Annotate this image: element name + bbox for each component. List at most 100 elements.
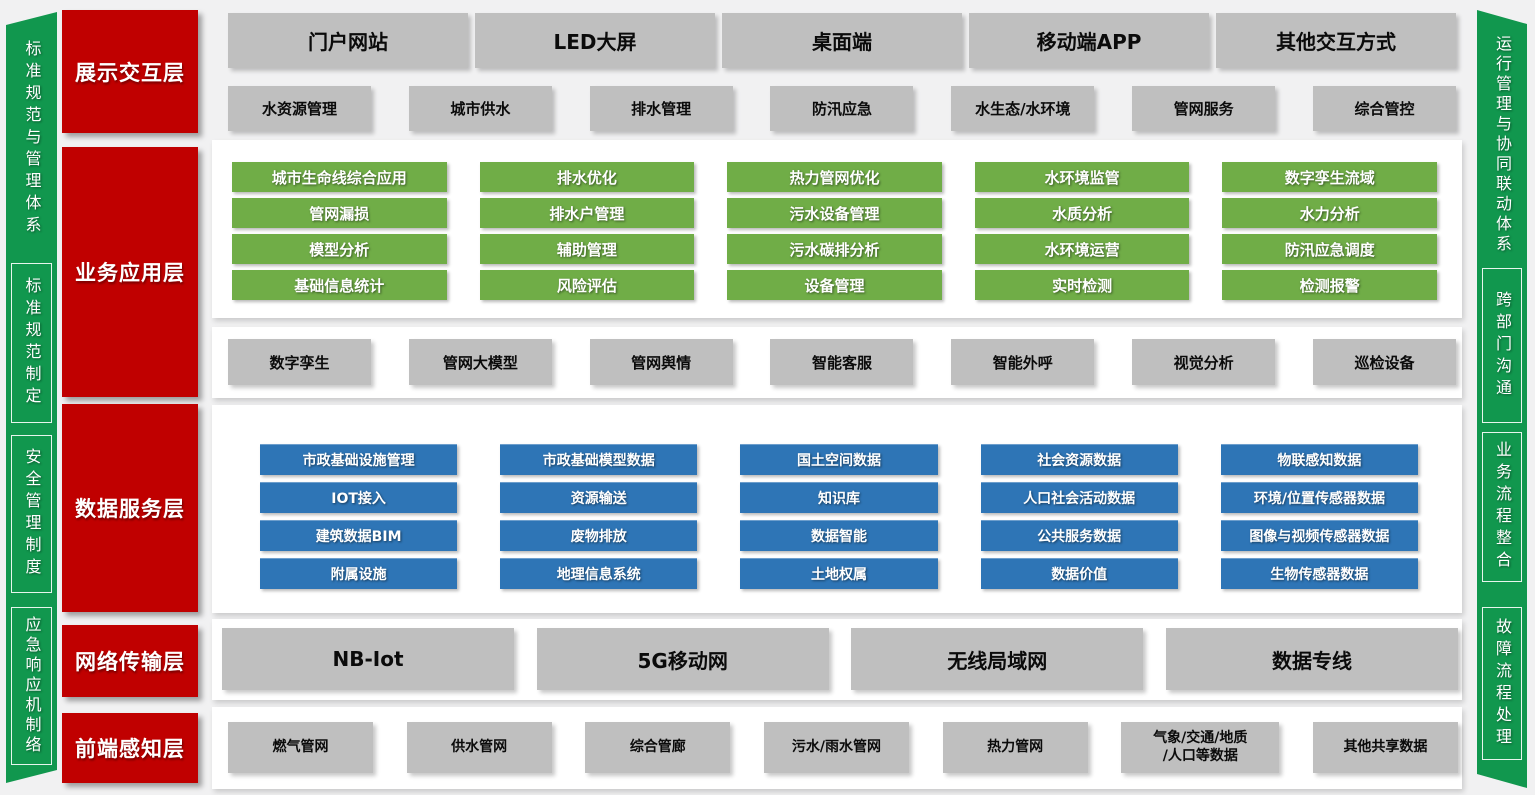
domain-box: 排水管理 xyxy=(589,86,733,131)
data-cell: 环境/位置传感器数据 xyxy=(1220,482,1418,513)
app-cell: 检测报警 xyxy=(1222,270,1437,300)
app-cell: 水质分析 xyxy=(974,198,1190,228)
capability-box: 视觉分析 xyxy=(1132,339,1276,385)
data-cell: 市政基础设施管理 xyxy=(260,444,458,475)
data-cell: 建筑数据BIM xyxy=(260,520,458,551)
data-cell: 知识库 xyxy=(740,482,938,513)
data-cell: 地理信息系统 xyxy=(500,558,698,589)
app-cell: 管网漏损 xyxy=(232,198,447,228)
capability-box: 智能外呼 xyxy=(951,339,1095,385)
domain-box: 水资源管理 xyxy=(228,86,371,131)
app-cell: 基础信息统计 xyxy=(232,270,447,300)
source-box: 综合管廊 xyxy=(585,722,731,773)
left-band-item-standards: 标准规范制定 xyxy=(11,263,52,423)
app-cell: 污水碳排分析 xyxy=(727,234,942,264)
source-box: 燃气管网 xyxy=(228,722,373,773)
data-cell: 人口社会活动数据 xyxy=(980,482,1178,513)
data-cell: 生物传感器数据 xyxy=(1220,558,1418,589)
data-cell: 图像与视频传感器数据 xyxy=(1220,520,1418,551)
right-band-title-text: 运行管理与协同联动体系 xyxy=(1493,35,1512,255)
capability-box: 数字孪生 xyxy=(228,339,371,385)
app-cell: 防汛应急调度 xyxy=(1222,234,1437,264)
layer-label-display: 展示交互层 xyxy=(62,10,198,133)
right-band-item-communication: 跨部门沟通 xyxy=(1482,268,1522,423)
source-box: 其他共享数据 xyxy=(1312,722,1458,773)
data-cell: 市政基础模型数据 xyxy=(500,444,698,475)
data-cell: 土地权属 xyxy=(740,558,938,589)
data-cell: 数据价值 xyxy=(980,558,1178,589)
domain-box: 防汛应急 xyxy=(770,86,914,131)
app-cell: 模型分析 xyxy=(232,234,447,264)
operations-collaboration-band: 运行管理与协同联动体系 跨部门沟通 业务流程整合 故障流程处理 xyxy=(1477,10,1527,788)
app-cell: 数字孪生流域 xyxy=(1222,162,1437,192)
data-cell: 社会资源数据 xyxy=(980,444,1178,475)
domain-box: 综合管控 xyxy=(1312,86,1456,131)
app-cell: 排水优化 xyxy=(479,162,695,192)
right-band-item-label: 业务流程整合 xyxy=(1493,441,1512,573)
layer-label-network: 网络传输层 xyxy=(62,625,198,697)
app-cell: 风险评估 xyxy=(479,270,695,300)
business-apps-grid: 城市生命线综合应用 管网漏损 模型分析 基础信息统计 排水优化 排水户管理 辅助… xyxy=(232,162,1437,300)
app-cell: 水力分析 xyxy=(1222,198,1437,228)
network-box: 无线局域网 xyxy=(851,628,1144,690)
domain-row: 水资源管理 城市供水 排水管理 防汛应急 水生态/水环境 管网服务 综合管控 xyxy=(228,86,1456,131)
left-band-title-text: 标准规范与管理体系 xyxy=(22,40,42,238)
capability-box: 巡检设备 xyxy=(1312,339,1456,385)
app-cell: 设备管理 xyxy=(727,270,942,300)
data-cell: 物联感知数据 xyxy=(1220,444,1418,475)
source-box: 热力管网 xyxy=(942,722,1088,773)
data-cell: 附属设施 xyxy=(260,558,458,589)
app-cell: 辅助管理 xyxy=(479,234,695,264)
capability-row: 数字孪生 管网大模型 管网舆情 智能客服 智能外呼 视觉分析 巡检设备 xyxy=(228,339,1456,385)
channel-box: 桌面端 xyxy=(722,13,962,68)
layer-label-business: 业务应用层 xyxy=(62,147,198,397)
capability-box: 管网舆情 xyxy=(589,339,733,385)
left-band-item-label: 标准规范制定 xyxy=(22,277,42,409)
domain-box: 城市供水 xyxy=(408,86,552,131)
app-cell: 水环境运营 xyxy=(974,234,1190,264)
right-band-item-label: 跨部门沟通 xyxy=(1493,290,1512,401)
data-cell: 废物排放 xyxy=(500,520,698,551)
capability-box: 智能客服 xyxy=(770,339,914,385)
left-band-title: 标准规范与管理体系 xyxy=(6,40,57,238)
app-cell: 实时检测 xyxy=(974,270,1190,300)
right-band-item-process: 业务流程整合 xyxy=(1482,432,1522,582)
right-band-item-label: 故障流程处理 xyxy=(1493,617,1512,750)
domain-box: 水生态/水环境 xyxy=(951,86,1095,131)
source-box: 污水/雨水管网 xyxy=(763,722,909,773)
left-band-item-label: 安全管理制度 xyxy=(22,448,42,580)
network-box: 5G移动网 xyxy=(536,628,829,690)
app-cell: 污水设备管理 xyxy=(727,198,942,228)
channel-box: 门户网站 xyxy=(228,13,468,68)
standards-governance-band: 标准规范与管理体系 标准规范制定 安全管理制度 应急响应机制络 xyxy=(6,12,57,783)
capability-box: 管网大模型 xyxy=(408,339,552,385)
right-band-item-fault: 故障流程处理 xyxy=(1482,607,1522,760)
left-band-item-safety: 安全管理制度 xyxy=(11,435,52,593)
perception-row: 燃气管网 供水管网 综合管廊 污水/雨水管网 热力管网 气象/交通/地质 /人口… xyxy=(228,722,1458,773)
source-box: 供水管网 xyxy=(406,722,552,773)
channel-row: 门户网站 LED大屏 桌面端 移动端APP 其他交互方式 xyxy=(228,13,1456,68)
channel-box: LED大屏 xyxy=(475,13,715,68)
data-cell: 公共服务数据 xyxy=(980,520,1178,551)
domain-box: 管网服务 xyxy=(1132,86,1276,131)
app-cell: 水环境监管 xyxy=(974,162,1190,192)
layer-label-perception: 前端感知层 xyxy=(62,713,198,783)
source-box: 气象/交通/地质 /人口等数据 xyxy=(1121,722,1280,773)
layer-label-data: 数据服务层 xyxy=(62,404,198,612)
data-cell: 资源输送 xyxy=(500,482,698,513)
data-cell: 国土空间数据 xyxy=(740,444,938,475)
network-box: NB-Iot xyxy=(222,628,514,690)
data-services-grid: 市政基础设施管理 IOT接入 建筑数据BIM 附属设施 市政基础模型数据 资源输… xyxy=(260,444,1418,589)
app-cell: 排水户管理 xyxy=(479,198,695,228)
network-box: 数据专线 xyxy=(1165,628,1458,690)
left-band-item-emergency: 应急响应机制络 xyxy=(11,607,52,765)
app-cell: 城市生命线综合应用 xyxy=(232,162,447,192)
channel-box: 移动端APP xyxy=(969,13,1209,68)
network-row: NB-Iot 5G移动网 无线局域网 数据专线 xyxy=(222,628,1458,690)
right-band-title: 运行管理与协同联动体系 xyxy=(1477,35,1527,255)
data-cell: 数据智能 xyxy=(740,520,938,551)
left-band-item-label: 应急响应机制络 xyxy=(22,616,42,756)
app-cell: 热力管网优化 xyxy=(727,162,942,192)
data-cell: IOT接入 xyxy=(260,482,458,513)
